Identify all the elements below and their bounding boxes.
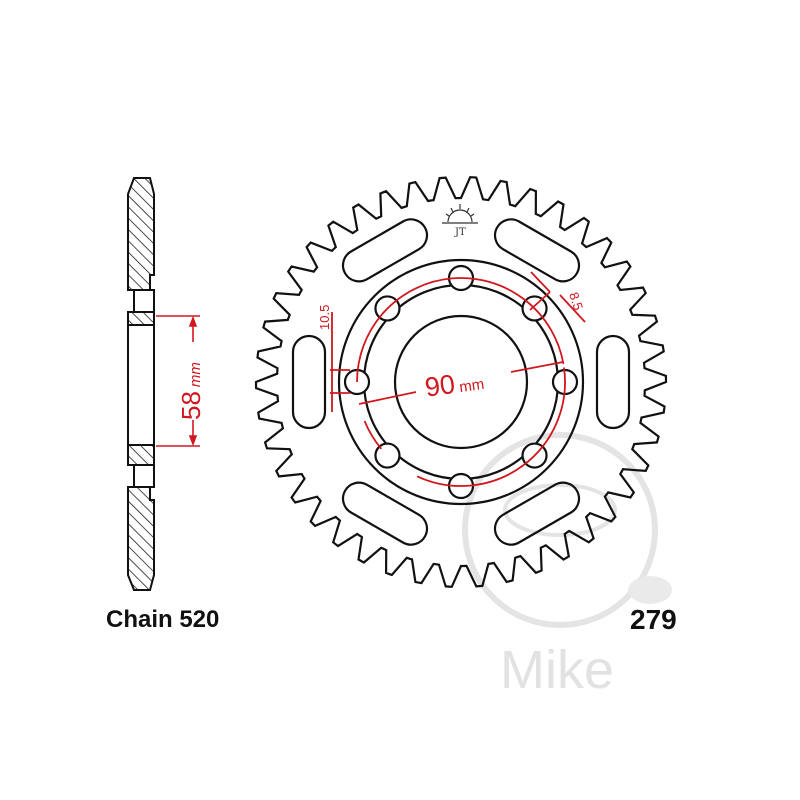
hub-ring-outer (337, 258, 585, 506)
hole-dimension-8-5: 8.5 (566, 290, 586, 312)
hole-dim2-ext (559, 294, 586, 323)
lightening-slot (493, 218, 581, 283)
side-profile (127, 177, 155, 591)
pcd-arc (363, 420, 383, 450)
dimension-58-label: 58mm (176, 362, 206, 420)
sprocket-teeth-outline (254, 176, 668, 588)
jt-logo-icon: JT (442, 204, 478, 238)
watermark-logo (462, 432, 672, 628)
pcd-label: 90mm (423, 365, 486, 403)
bolt-hole (374, 442, 401, 469)
pcd-leader (510, 361, 564, 373)
hole-dim2-line (529, 291, 551, 311)
pcd-arc (416, 367, 566, 487)
center-bore (393, 314, 529, 450)
watermark-text: Mike (500, 640, 614, 700)
lightening-slot (291, 334, 327, 430)
pcd-leader (358, 391, 417, 405)
hole-dim2-ext (530, 271, 551, 293)
lightening-slot (493, 481, 581, 546)
hole-dimension-10-5: 10.5 (317, 305, 332, 330)
lightening-slot (595, 334, 631, 430)
chain-caption: Chain 520 (106, 606, 220, 633)
part-number: 279 (630, 604, 677, 635)
lightening-slot (341, 218, 429, 283)
dimension-58 (156, 315, 200, 447)
svg-text:JT: JT (454, 227, 466, 238)
pcd-dimension (330, 271, 586, 487)
lightening-slot (341, 481, 429, 546)
pcd-arc (356, 277, 565, 383)
